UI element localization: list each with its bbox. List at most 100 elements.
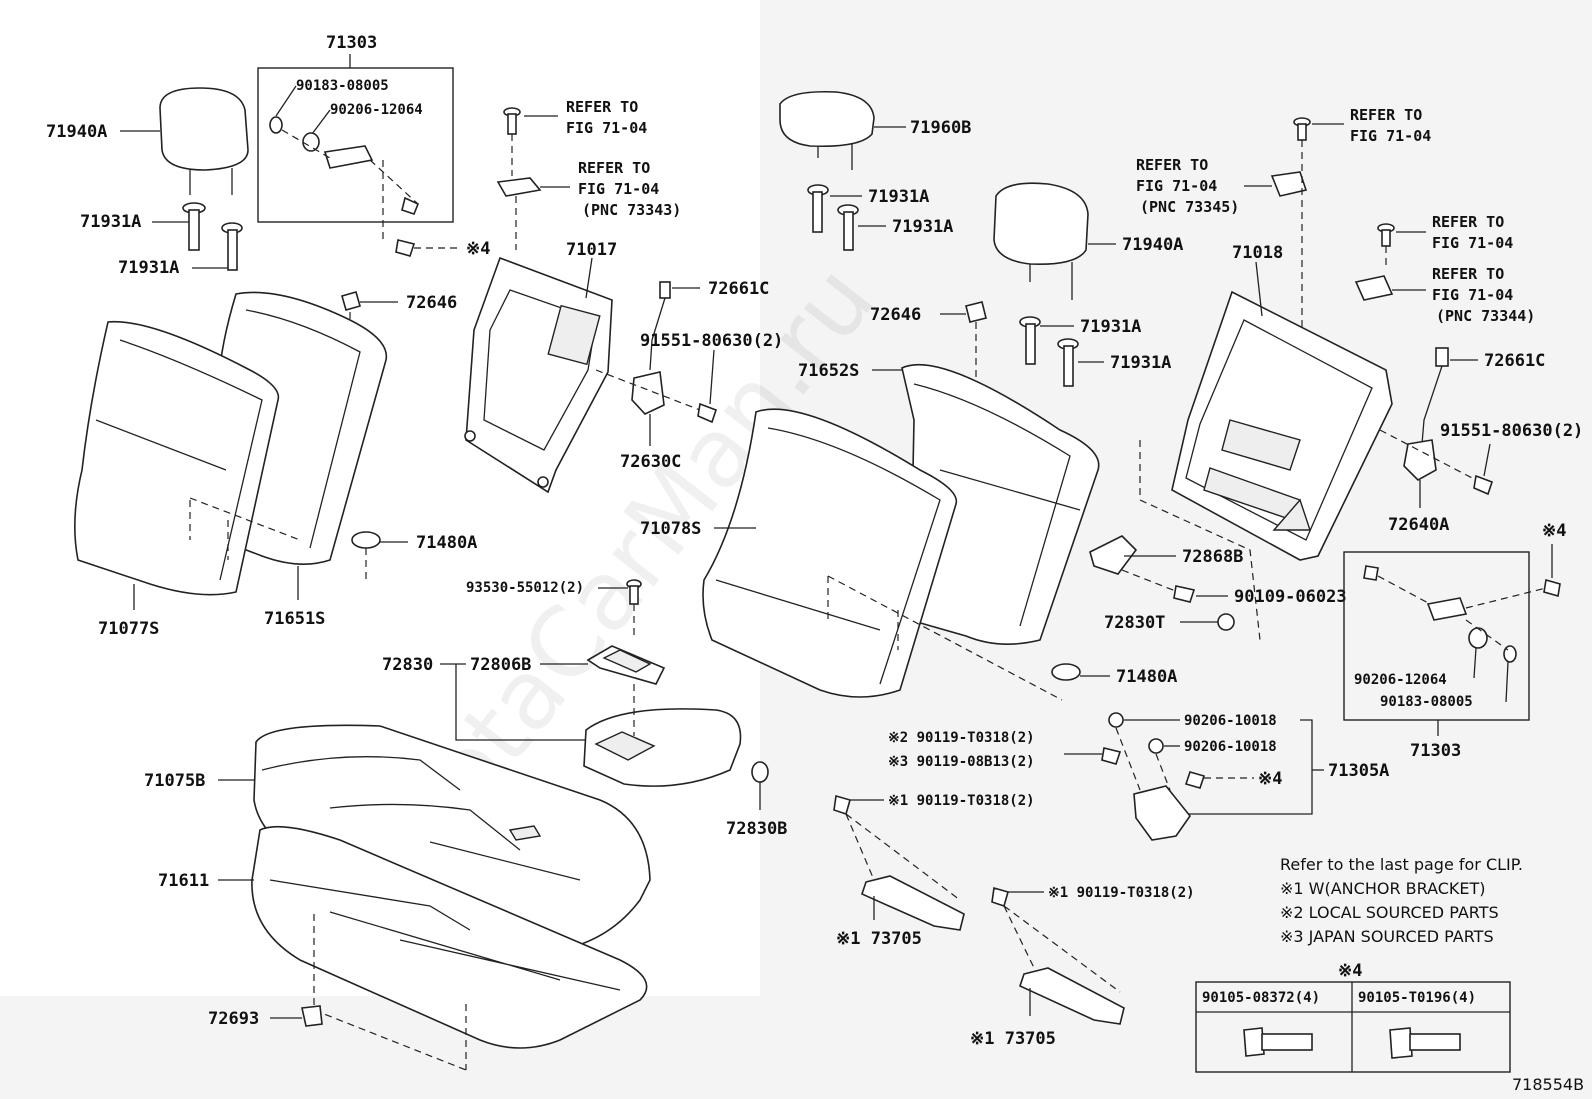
label-note4-a: ※4 [466, 239, 490, 259]
dash-seatback-left [189, 497, 301, 560]
figure-id: 718554B [1512, 1075, 1584, 1094]
cupholder-inner [602, 649, 652, 673]
leader-91551-right [1483, 443, 1491, 477]
bracket-72868B [1089, 535, 1138, 575]
label-93530: 93530-55012(2) [466, 580, 584, 596]
anchor-plate-right [1426, 597, 1468, 621]
leader-71305A-bracket [1186, 719, 1313, 815]
headrest-71940A-mid [993, 182, 1089, 300]
screw-ref1 [503, 107, 521, 135]
headrest-guide-mid-3 [1019, 316, 1041, 365]
label-71480A-left: 71480A [416, 533, 477, 553]
label-72646-left: 72646 [406, 293, 457, 313]
label-71075B: 71075B [144, 771, 205, 791]
label-72868B: 72868B [1182, 547, 1243, 567]
leader-72830-b [455, 664, 600, 741]
headrest-guide-left-1 [182, 202, 206, 251]
seatback-frame-71018 [1171, 290, 1393, 561]
label-71078S: 71078S [640, 519, 701, 539]
label-72646-mid: 72646 [870, 305, 921, 325]
bolt-91551-right [1473, 474, 1494, 496]
label-90109: 90109-06023 [1234, 587, 1347, 607]
label-73705-b: ※1 73705 [970, 1029, 1056, 1049]
seatback-frame-71017 [464, 256, 613, 494]
knob-72661C-left [659, 281, 671, 299]
leader-91551-left [709, 349, 715, 405]
label-90206-right: 90206-12064 [1354, 672, 1447, 688]
headrest-guide-mid-4 [1057, 338, 1079, 387]
label-71931A-m4: 71931A [1110, 353, 1171, 373]
clip-72830B [751, 761, 769, 783]
label-91551-right: 91551-80630(2) [1440, 421, 1583, 441]
label-71611: 71611 [158, 871, 209, 891]
knob-72661C-right [1435, 347, 1449, 367]
washer-90206-right [1468, 627, 1488, 649]
washer-90206-10018-b [1148, 738, 1164, 754]
bolt-icon-90105-T0196 [1389, 1027, 1461, 1059]
label-note4-c: ※4 [1258, 769, 1282, 789]
bolt-table-col1: 90105-08372(4) [1202, 990, 1320, 1006]
legend-note-3: ※3 JAPAN SOURCED PARTS [1280, 927, 1494, 946]
armrest-72830 [583, 708, 742, 787]
label-71018: 71018 [1232, 243, 1283, 263]
label-ref1-a: REFER TO [566, 98, 638, 116]
bolt-90119-t0318-b [833, 794, 851, 816]
bracket-ref2 [496, 177, 542, 197]
label-71931A-m2: 71931A [892, 217, 953, 237]
bracket-73705-b [1019, 967, 1125, 1025]
label-ref6-c: (PNC 73344) [1436, 307, 1535, 325]
label-90183-right: 90183-08005 [1380, 694, 1473, 710]
armrest-cup [594, 731, 656, 761]
washer-90206-10018-a [1108, 712, 1124, 728]
anchor-plate-top [323, 145, 374, 169]
label-72830B: 72830B [726, 819, 787, 839]
dash-73705-b [1003, 905, 1121, 993]
label-90206-top: 90206-12064 [330, 102, 423, 118]
bolt-icon-90105-08372 [1243, 1027, 1313, 1057]
label-72630C: 72630C [620, 452, 681, 472]
leader-90206-top [311, 109, 331, 135]
bolt-note4-right [1543, 578, 1561, 598]
seat-cushion-71075B [253, 724, 651, 951]
legend-clip-note: Refer to the last page for CLIP. [1280, 855, 1523, 874]
label-71652S: 71652S [798, 361, 859, 381]
screw-ref4 [1293, 117, 1311, 141]
leader-71017 [585, 257, 593, 299]
label-72661C-right: 72661C [1484, 351, 1545, 371]
dash-frame-right [1139, 440, 1261, 641]
label-71931A-m3: 71931A [1080, 317, 1141, 337]
dash-kit-top [281, 129, 419, 205]
label-ref6-a: REFER TO [1432, 265, 1504, 283]
bolt-90119-t0318-c [991, 886, 1009, 908]
dash-seatback-mid [827, 575, 1063, 701]
label-71077S: 71077S [98, 619, 159, 639]
label-72830T: 72830T [1104, 613, 1165, 633]
bracket-73705-a [861, 875, 965, 931]
label-71305A: 71305A [1328, 761, 1389, 781]
bolt-90119-08b13 [1101, 747, 1122, 765]
label-71303-right: 71303 [1410, 741, 1461, 761]
dash-71305A [1115, 727, 1171, 791]
label-71480A-right: 71480A [1116, 667, 1177, 687]
label-ref3-c: (PNC 73345) [1140, 198, 1239, 216]
label-ref2-b: FIG 71-04 [578, 180, 659, 198]
label-71931A-m1: 71931A [868, 187, 929, 207]
label-72693: 72693 [208, 1009, 259, 1029]
dash-72868B [1121, 569, 1179, 593]
dash-kit-right-2 [1465, 587, 1547, 609]
label-90183-top: 90183-08005 [296, 78, 389, 94]
lock-72630C [631, 371, 665, 415]
bolt-table-header: ※4 [1338, 961, 1362, 981]
bolt-91551-left [697, 402, 718, 424]
label-ref1-b: FIG 71-04 [566, 119, 647, 137]
seatback-cover-71652S [901, 363, 1100, 645]
bracket-71305A [1133, 785, 1191, 841]
seatback-cover-71078S [702, 408, 958, 698]
headrest-71960B [779, 90, 875, 170]
label-71303-top: 71303 [326, 33, 377, 53]
seat-frame-71611 [251, 825, 648, 1049]
dash-lock-left [595, 369, 701, 411]
label-90206-10018-b: 90206-10018 [1184, 739, 1277, 755]
bracket-ref6 [1354, 275, 1394, 301]
